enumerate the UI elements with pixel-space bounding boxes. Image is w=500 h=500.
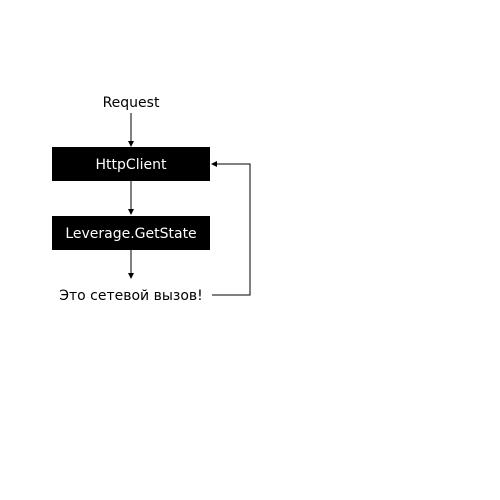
network-call-label: Это сетевой вызов! <box>59 288 203 304</box>
getstate-node: Leverage.GetState <box>52 216 210 250</box>
arrow-feedback-loop <box>211 161 251 296</box>
httpclient-label: HttpClient <box>96 157 167 173</box>
getstate-label: Leverage.GetState <box>65 226 196 242</box>
httpclient-node: HttpClient <box>52 147 210 181</box>
getstate-box <box>52 216 210 250</box>
httpclient-box <box>52 147 210 181</box>
request-label: Request <box>103 95 160 111</box>
